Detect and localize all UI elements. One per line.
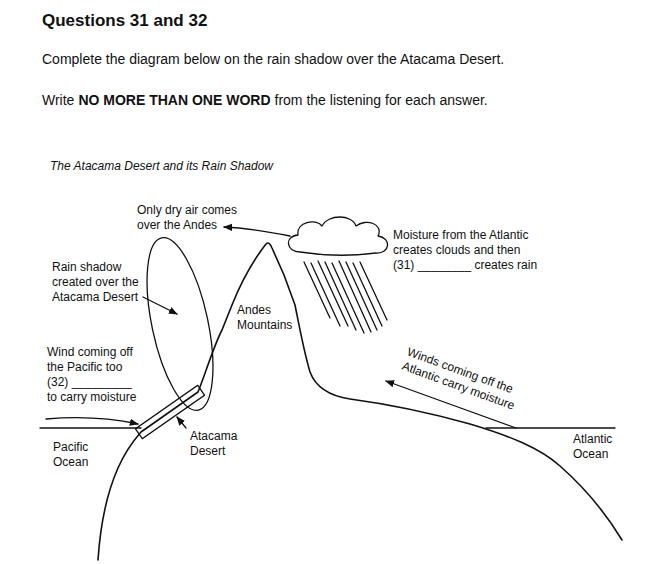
diagram-caption: The Atacama Desert and its Rain Shadow — [50, 159, 450, 174]
part-label: Pacific Ocean — [53, 440, 98, 470]
rain-line — [353, 263, 382, 326]
question-heading: Questions 31 and 32 — [42, 10, 207, 32]
rotated-annotation: Winds coming off the Atlantic carry mois… — [400, 345, 532, 418]
instruction-text: from the listening for each answer. — [275, 91, 488, 109]
atlantic-sea-level — [486, 427, 615, 428]
pacific-wind-arrow — [46, 418, 138, 424]
annotation: Moisture from the Atlantic creates cloud… — [393, 228, 541, 273]
part-label: Andes Mountains — [237, 303, 299, 333]
rain-line — [346, 262, 377, 330]
instruction-line: WriteNO MORE THAN ONE WORD from the liste… — [42, 91, 492, 109]
part-label: Atacama Desert — [190, 429, 245, 459]
annotation: Only dry air comes over the Andes — [137, 203, 247, 233]
annotation: Rain shadow created over the Atacama Des… — [52, 260, 152, 305]
cloud — [288, 217, 387, 255]
rain-shadow-leader — [143, 297, 177, 314]
rain-lines — [304, 261, 387, 333]
rain-shadow-ellipse — [134, 232, 225, 416]
instruction-text: Write — [42, 91, 74, 109]
instruction-text: Complete the diagram below on the rain s… — [42, 50, 652, 68]
rain-line — [304, 262, 330, 318]
andes-mountain-outline — [98, 243, 622, 560]
annotation: Wind coming off the Pacific too (32) ___… — [47, 345, 142, 405]
rain-line — [360, 262, 387, 320]
pacific-sea-level — [40, 427, 141, 428]
desert-leader — [177, 417, 186, 428]
part-label: Atlantic Ocean — [573, 432, 623, 462]
instruction-emphasis: NO MORE THAN ONE WORD — [78, 91, 270, 109]
rain-line — [339, 261, 371, 332]
dry-air-arrow — [224, 227, 290, 236]
rain-line — [332, 263, 364, 333]
